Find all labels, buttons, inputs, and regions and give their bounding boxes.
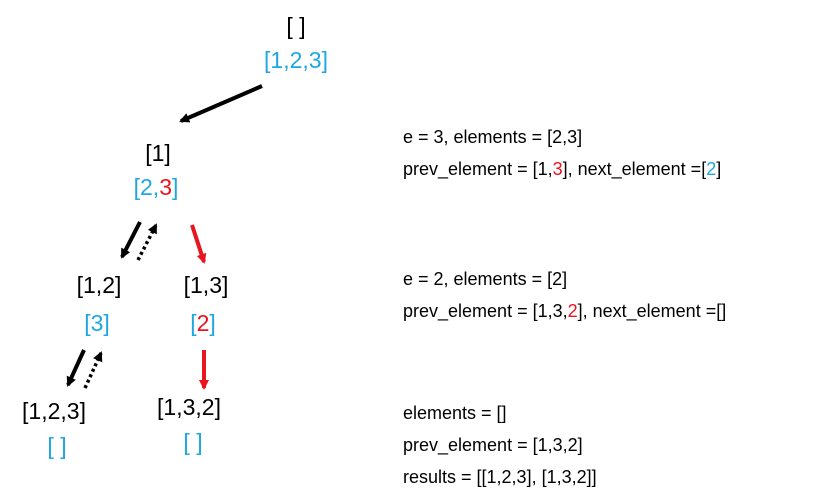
arrow-root-to-level1 [179,84,263,123]
level1-elements: [2,3] [134,173,179,201]
step3-note: elements = [] prev_element = [1,3,2] res… [403,397,597,493]
level2-left-path: [1,2] [76,272,122,298]
level1-elements-prefix: [2, [133,174,160,200]
level1-path: [1] [145,140,171,166]
level1-elements-suffix: ] [171,174,179,200]
level2-right-elements-highlight: 2 [196,310,210,336]
step1-note: e = 3, elements = [2,3] prev_element = [… [403,121,721,185]
step3-line3: results = [[1,2,3], [1,3,2]] [403,467,597,487]
level1-elements-highlight: 3 [159,174,172,200]
step2-line2-suffix: ], next_element =[] [577,301,727,321]
step2-note: e = 2, elements = [2] prev_element = [1,… [403,263,726,327]
arrow-left-back-to-level1 [136,223,158,261]
step1-line2-blue: 2 [706,159,717,179]
level2-right-path: [1,3] [183,272,229,298]
step2-line2-red: 2 [567,301,578,321]
level3-left-path: [1,2,3] [22,398,86,424]
arrow-level1-to-right [190,224,207,264]
level2-right-elements: [2] [190,309,216,337]
level3-right-path: [1,3,2] [157,394,221,420]
root-path: [ ] [286,13,306,39]
step2-line2: prev_element = [1,3,2], next_element =[] [403,295,726,327]
step1-line2-prefix: prev_element = [1, [403,159,553,179]
step1-line2-middle: ], next_element =[ [562,159,707,179]
level3-left-elements: [ ] [47,433,67,459]
step1-line2-red: 3 [552,159,563,179]
level3-right-elements: [ ] [183,429,203,455]
level2-right-elements-close: ] [209,310,216,336]
step1-line1: e = 3, elements = [2,3] [403,127,583,147]
arrow-left-to-leaf [66,349,86,387]
arrow-level1-to-left [120,221,142,259]
arrow-leaf-back-to-left [83,351,103,389]
step3-line2: prev_element = [1,3,2] [403,435,583,455]
root-elements: [1,2,3] [264,47,328,73]
level2-left-elements: [3] [84,310,110,336]
level2-right-elements-open: [ [190,310,197,336]
step3-line1: elements = [] [403,403,507,423]
step1-line2: prev_element = [1,3], next_element =[2] [403,153,721,185]
step1-line2-suffix: ] [716,159,722,179]
step2-line2-prefix: prev_element = [1,3, [403,301,568,321]
step2-line1: e = 2, elements = [2] [403,269,568,289]
